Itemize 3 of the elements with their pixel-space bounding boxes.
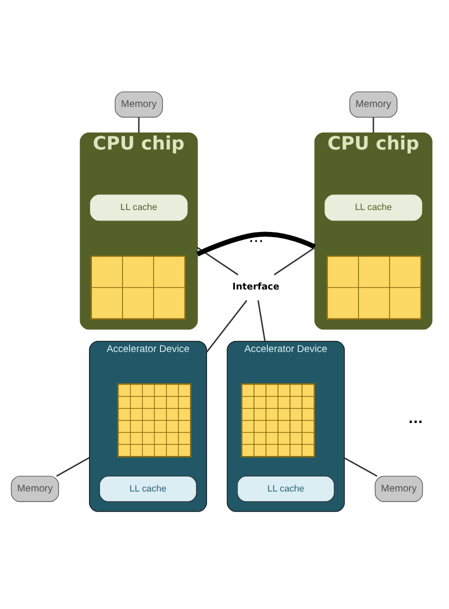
node-text: Interface <box>232 281 280 292</box>
edge-label: ... <box>248 228 264 246</box>
label: ... <box>408 410 423 426</box>
